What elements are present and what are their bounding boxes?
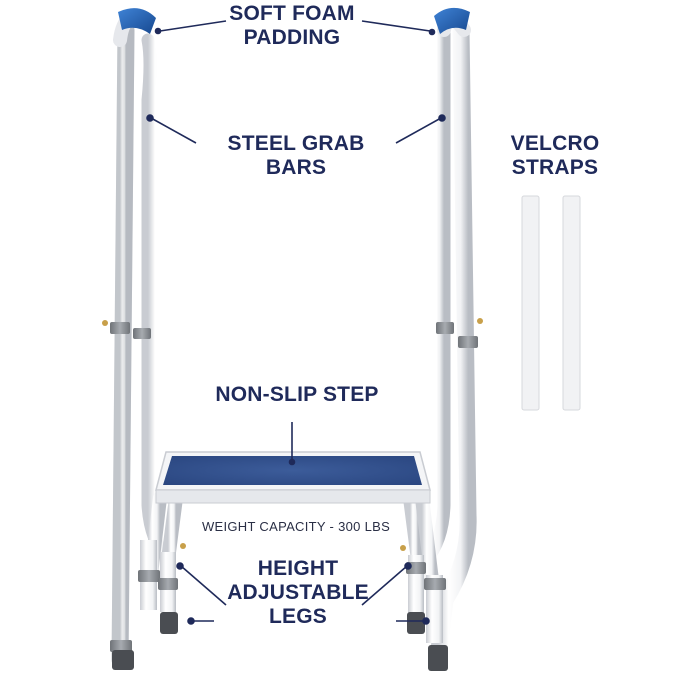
foot-cap xyxy=(112,650,134,670)
height-adjustable-legs-label: HEIGHT ADJUSTABLE LEGS xyxy=(210,557,386,629)
foam-padding-right xyxy=(434,7,470,34)
foot-cap xyxy=(160,612,178,634)
foot-cap xyxy=(428,645,448,671)
foot-cap xyxy=(407,612,425,634)
label-line: PADDING xyxy=(243,25,341,49)
soft-foam-padding-label: SOFT FOAM PADDING xyxy=(222,2,362,49)
non-slip-step-label: NON-SLIP STEP xyxy=(215,383,379,406)
velcro-strap-right xyxy=(562,195,581,411)
steel-grab-bars-label: STEEL GRAB BARS xyxy=(227,132,365,179)
non-slip-step-platform xyxy=(163,456,422,485)
velcro-strap-left xyxy=(521,195,540,411)
label-line: ADJUSTABLE xyxy=(227,581,369,605)
label-line: VELCRO xyxy=(510,132,600,155)
label-line: HEIGHT xyxy=(257,557,339,580)
weight-capacity-label: WEIGHT CAPACITY - 300 LBS xyxy=(201,519,391,534)
left-foot-collar xyxy=(110,640,132,652)
callout-lines xyxy=(146,20,446,625)
label-line: SOFT FOAM xyxy=(229,2,355,25)
step-stool xyxy=(112,451,448,671)
label-line: LEGS xyxy=(269,605,327,629)
velcro-straps-label: VELCRO STRAPS xyxy=(500,132,610,179)
label-line: STRAPS xyxy=(511,155,599,179)
foam-padding-left xyxy=(118,8,156,34)
left-grab-bar xyxy=(102,10,175,669)
